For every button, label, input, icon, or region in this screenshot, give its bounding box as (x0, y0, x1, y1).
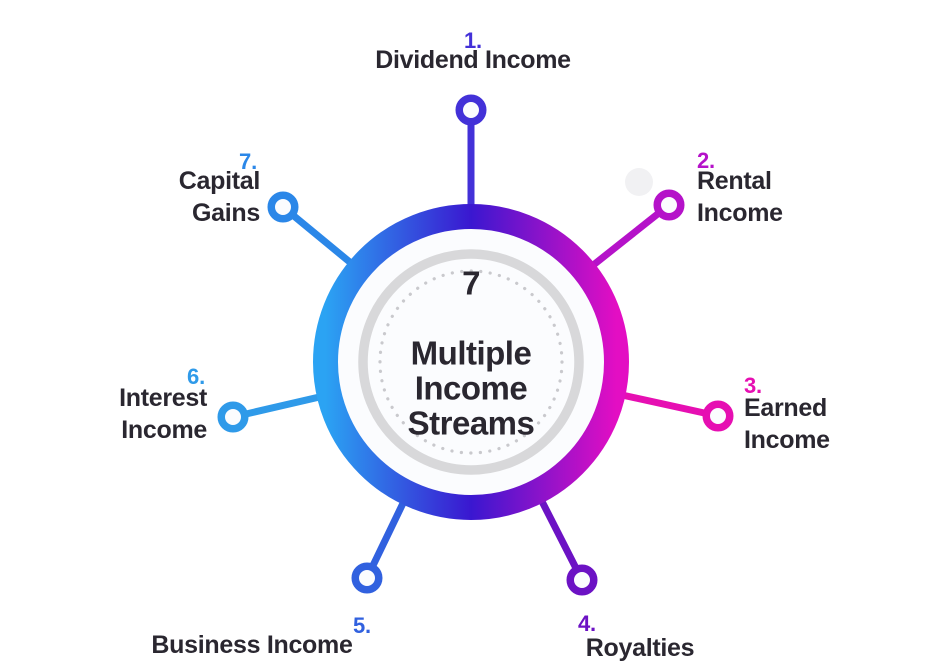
stream-number-capital-gains: 7. (239, 149, 257, 174)
soft-glow-dot (625, 168, 653, 196)
stream-number-royalties: 4. (578, 611, 596, 636)
hub-inner-disc (337, 228, 605, 496)
hub-title: 7 Multiple Income Streams (341, 231, 601, 476)
stream-number-dividend-income: 1. (464, 28, 482, 53)
stream-number-interest-income: 6. (187, 364, 205, 389)
node-capital-gains (267, 191, 299, 223)
node-rental-income (653, 189, 685, 221)
hub-title-number: 7 (462, 264, 480, 302)
node-earned-income (702, 400, 734, 432)
hub-title-lines: Multiple Income Streams (407, 334, 535, 442)
stream-number-rental-income: 2. (697, 148, 715, 173)
node-dividend-income (455, 94, 487, 126)
stream-label-dividend-income: Dividend Income (375, 46, 571, 74)
node-business-income (351, 562, 383, 594)
node-interest-income (217, 401, 249, 433)
stream-label-business-income: Business Income (151, 631, 353, 659)
stream-label-capital-gains: Capital Gains (178, 167, 261, 227)
hub-gray-ring (358, 249, 584, 475)
stream-label-earned-income: Earned Income (744, 394, 830, 454)
stream-label-rental-income: Rental Income (697, 167, 783, 227)
stream-label-royalties: Royalties (585, 634, 695, 662)
stream-number-business-income: 5. (353, 613, 371, 638)
hub-gradient-ring (313, 204, 629, 520)
nodes (217, 94, 734, 596)
node-royalties (566, 564, 598, 596)
hub-dotted-ring (378, 269, 564, 455)
stream-number-earned-income: 3. (744, 373, 762, 398)
stream-label-interest-income: Interest Income (119, 384, 207, 444)
